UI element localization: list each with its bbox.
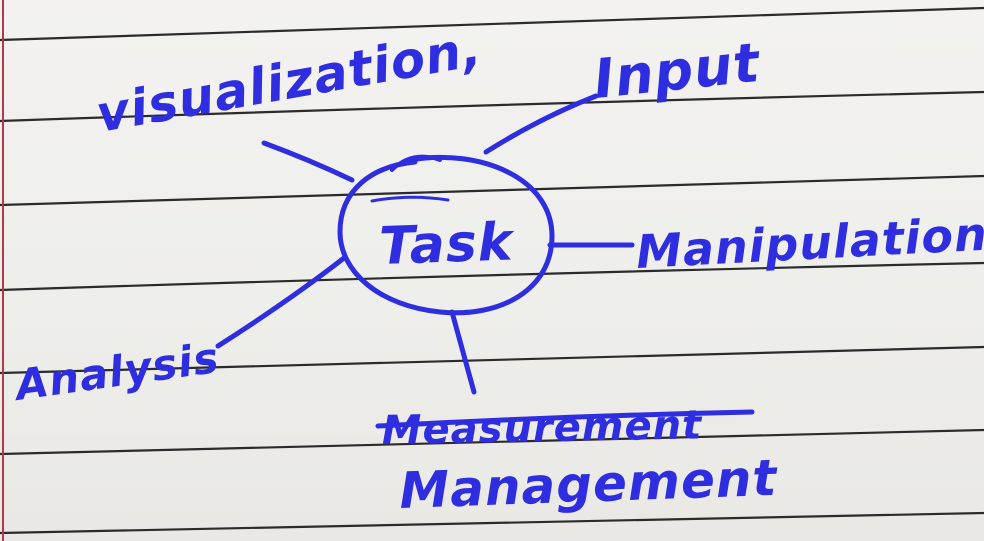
task-underline	[370, 195, 450, 203]
ruled-line	[0, 90, 984, 123]
ruled-line	[0, 174, 984, 207]
connector-visualization	[261, 140, 355, 183]
ruled-lines	[0, 6, 984, 535]
ruled-line	[0, 511, 984, 535]
ruled-line	[0, 345, 984, 375]
label-struck-out: Measurement	[381, 402, 703, 454]
label-visualization: visualization,	[92, 19, 486, 144]
ruled-line	[0, 428, 984, 456]
task-ellipse	[337, 154, 555, 316]
connectors	[215, 93, 635, 395]
connector-input	[483, 93, 599, 155]
label-management: Management	[398, 449, 779, 520]
strike-through	[375, 409, 755, 429]
label-task: Task	[378, 212, 516, 277]
label-analysis: Analysis	[10, 333, 223, 410]
label-manipulation: Manipulation	[635, 207, 984, 279]
connector-analysis	[215, 255, 347, 349]
connector-bottom	[449, 309, 477, 395]
ruled-line	[0, 6, 984, 42]
ellipse-overlap-stroke	[390, 154, 442, 172]
ruled-line	[0, 261, 984, 292]
